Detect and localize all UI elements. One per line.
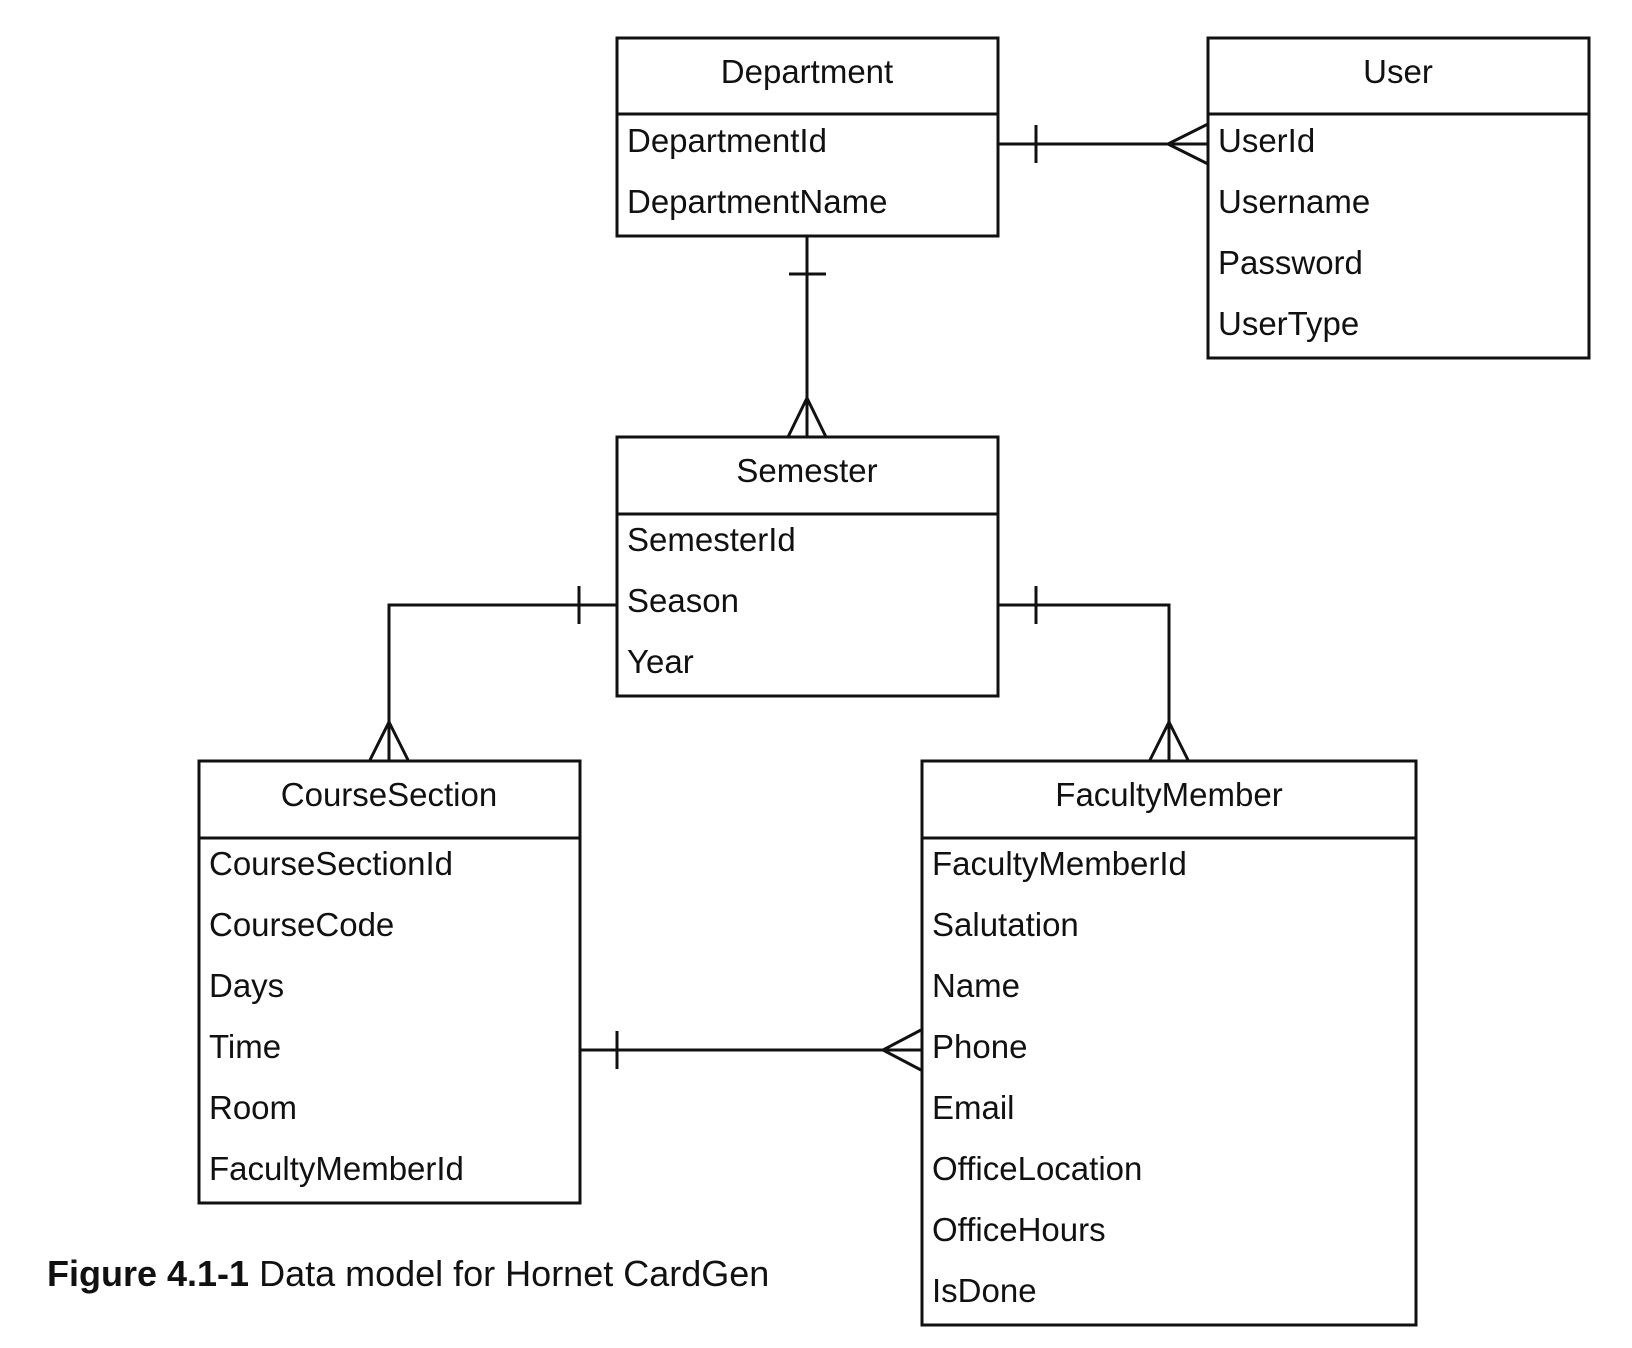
figure-caption-text: Data model for Hornet CardGen <box>249 1253 770 1294</box>
attribute: UserId <box>1218 122 1315 159</box>
entity-user: User UserId Username Password UserType <box>1206 36 1591 360</box>
entity-box <box>615 36 1000 238</box>
entity-semester: Semester SemesterId Season Year <box>615 435 1000 698</box>
attribute: UserType <box>1218 305 1359 342</box>
entity-title: Semester <box>736 452 877 489</box>
attribute: Season <box>627 582 739 619</box>
relationship-semester-facultymember <box>998 586 1190 761</box>
entity-box <box>1206 36 1591 360</box>
attribute: FacultyMemberId <box>932 845 1187 882</box>
many-marker <box>1148 721 1190 761</box>
entity-facultymember: FacultyMember FacultyMemberId Salutation… <box>920 759 1418 1327</box>
attribute: OfficeHours <box>932 1211 1106 1248</box>
many-marker <box>786 397 828 438</box>
relationship-department-semester <box>786 236 828 438</box>
entity-title: User <box>1363 53 1433 90</box>
many-marker <box>882 1028 922 1072</box>
attribute: FacultyMemberId <box>209 1150 464 1187</box>
relationship-coursesection-facultymember <box>580 1028 922 1072</box>
attribute: Username <box>1218 183 1370 220</box>
entity-title: Department <box>721 53 893 90</box>
many-marker <box>1167 122 1209 166</box>
attribute: Salutation <box>932 906 1079 943</box>
attribute: Time <box>209 1028 281 1065</box>
attribute: Year <box>627 643 694 680</box>
relationship-department-user <box>997 122 1209 166</box>
attribute: DepartmentName <box>627 183 887 220</box>
relationship-semester-coursesection <box>368 586 617 761</box>
attribute: Password <box>1218 244 1363 281</box>
entity-box <box>920 759 1418 1327</box>
entity-title: FacultyMember <box>1055 776 1282 813</box>
entity-department: Department DepartmentId DepartmentName <box>615 36 1000 238</box>
attribute: Phone <box>932 1028 1027 1065</box>
entity-box <box>197 759 582 1205</box>
attribute: CourseSectionId <box>209 845 453 882</box>
attribute: Email <box>932 1089 1015 1126</box>
connector-line <box>387 603 617 760</box>
figure-label: Figure 4.1-1 <box>47 1253 250 1294</box>
attribute: CourseCode <box>209 906 394 943</box>
entity-coursesection: CourseSection CourseSectionId CourseCode… <box>197 759 582 1205</box>
entity-title: CourseSection <box>281 776 497 813</box>
entity-box <box>615 435 1000 698</box>
attribute: Room <box>209 1089 297 1126</box>
connector-line <box>998 603 1171 760</box>
attribute: Days <box>209 967 284 1004</box>
attribute: SemesterId <box>627 521 796 558</box>
figure-caption: Figure 4.1-1 Data model for Hornet CardG… <box>47 1253 769 1295</box>
attribute: Name <box>932 967 1020 1004</box>
attribute: OfficeLocation <box>932 1150 1142 1187</box>
attribute: DepartmentId <box>627 122 827 159</box>
attribute: IsDone <box>932 1272 1037 1309</box>
many-marker <box>368 721 410 761</box>
